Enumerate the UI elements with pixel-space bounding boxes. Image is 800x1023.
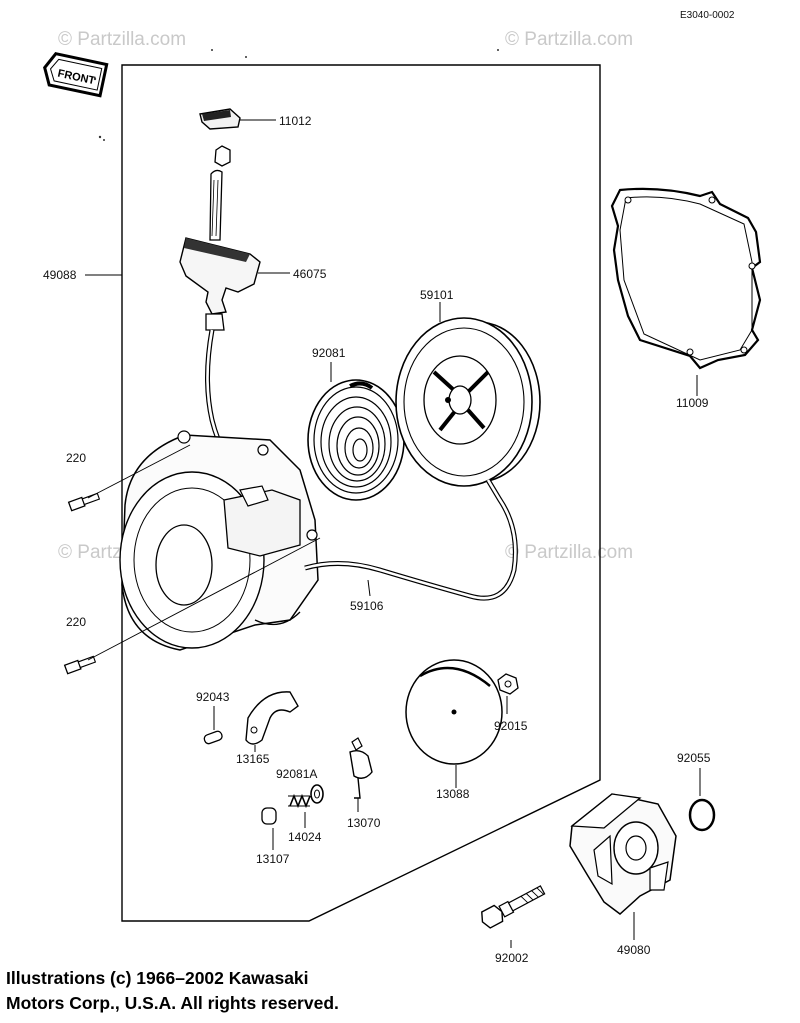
watermark: © Partzilla.com — [58, 29, 186, 50]
part-label-92081a: 92081A — [276, 767, 317, 781]
part-label-13107: 13107 — [256, 852, 290, 866]
diagram-code: E3040-0002 — [680, 10, 735, 21]
copyright-line-1: Illustrations (c) 1966–2002 Kawasaki — [6, 968, 309, 988]
part-label-13070: 13070 — [347, 816, 381, 830]
part-label-92015: 92015 — [494, 719, 528, 733]
pin — [203, 730, 223, 745]
nut — [497, 673, 519, 695]
washer — [310, 784, 324, 804]
assembly-outline — [121, 64, 601, 922]
recoil-rope — [304, 478, 518, 601]
part-label-92081: 92081 — [312, 346, 346, 360]
part-label-59101: 59101 — [420, 288, 454, 302]
gasket — [610, 187, 762, 370]
copyright-notice: Illustrations (c) 1966–2002 Kawasaki Mot… — [6, 966, 526, 1016]
part-label-49088: 49088 — [43, 268, 77, 282]
ratchet — [245, 691, 299, 745]
guide — [349, 737, 373, 799]
bolt-220-lower — [63, 655, 97, 675]
part-label-11009: 11009 — [676, 396, 709, 410]
front-arrow-tag: FRONT — [43, 52, 109, 98]
leader-line — [87, 444, 191, 499]
part-label-92043: 92043 — [196, 690, 230, 704]
recoil-spring — [307, 379, 405, 501]
watermark: © Partzilla.com — [505, 542, 633, 563]
recoil-pulley — [395, 317, 541, 487]
friction-plate — [405, 659, 503, 765]
part-label-46075: 46075 — [293, 267, 327, 281]
part-label-11012: 11012 — [279, 114, 312, 128]
part-label-92055: 92055 — [677, 751, 711, 765]
scan-dots — [93, 49, 499, 141]
part-label-49080: 49080 — [617, 943, 651, 957]
bolt-92002 — [481, 885, 546, 929]
watermark: © Partzilla.com — [505, 29, 633, 50]
small-spring — [288, 793, 311, 809]
part-label-220: 220 — [66, 451, 86, 465]
collar — [261, 807, 277, 825]
recoil-starter-housing — [119, 430, 319, 651]
o-ring — [688, 798, 716, 832]
leader-line — [87, 537, 321, 661]
bolt-220-upper — [67, 492, 101, 512]
part-label-92002: 92002 — [495, 951, 529, 965]
part-label-14024: 14024 — [288, 830, 322, 844]
part-label-59106: 59106 — [350, 599, 384, 613]
part-label-13088: 13088 — [436, 787, 470, 801]
part-label-220: 220 — [66, 615, 86, 629]
handle-cap — [199, 108, 241, 130]
copyright-line-2: Motors Corp., U.S.A. All rights reserved… — [6, 993, 339, 1013]
leader-line — [367, 579, 371, 597]
starter-handle — [179, 145, 261, 331]
part-label-13165: 13165 — [236, 752, 270, 766]
starter-pulley-cup — [569, 793, 677, 915]
